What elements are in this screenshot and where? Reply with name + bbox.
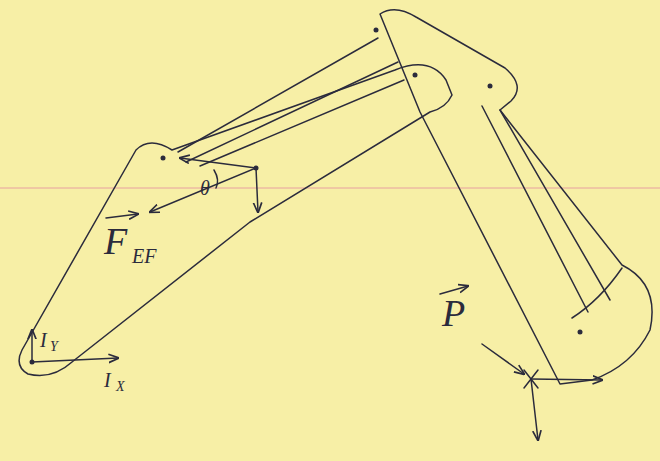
boom-outline [19, 65, 452, 376]
axis-arrow [531, 379, 538, 440]
vector-overbar [440, 286, 468, 294]
stick-cylinder [500, 110, 610, 300]
reaction-arrow [32, 358, 118, 362]
reaction-name: I [104, 370, 111, 390]
boom-cylinder [186, 62, 398, 162]
reaction-subscript: Y [50, 340, 58, 354]
reaction-arrow [31, 330, 33, 362]
bucket-link [572, 268, 622, 318]
reaction-name: I [40, 330, 47, 350]
force-subscript: EF [132, 246, 156, 266]
vector-overbar [106, 214, 138, 218]
pins [30, 28, 583, 365]
force-vector [150, 168, 256, 212]
reaction-subscript: X [116, 380, 125, 394]
boom-cylinder [178, 38, 378, 152]
axis-arrow [531, 379, 602, 380]
angle-symbol: θ [200, 178, 210, 198]
angle-arc [214, 170, 218, 188]
load-name: P [442, 294, 465, 332]
force-name: F [104, 222, 127, 260]
boom-cylinder [200, 80, 404, 166]
stick-cylinder [482, 106, 588, 312]
stick-outline [380, 10, 652, 384]
force-component [180, 158, 256, 168]
force-component [256, 168, 258, 212]
load-arrow [482, 344, 524, 374]
